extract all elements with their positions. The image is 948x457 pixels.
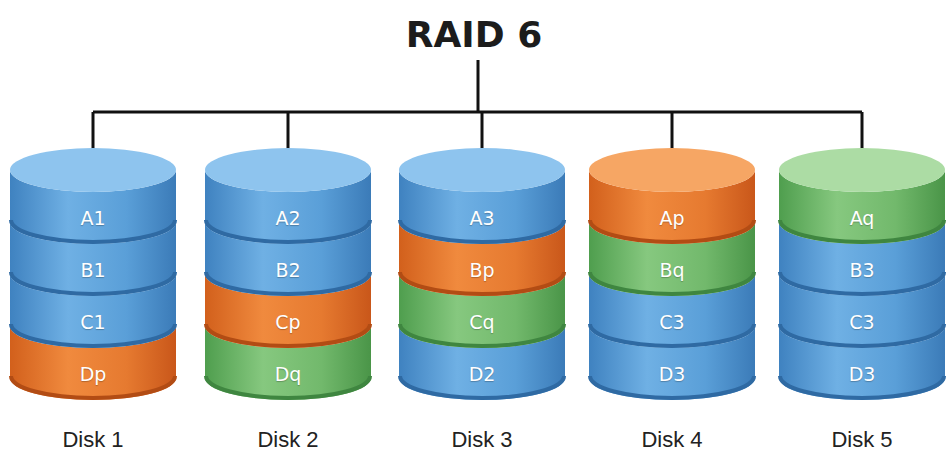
disk-label: Disk 2	[185, 426, 391, 454]
block-segment: A2	[205, 148, 371, 244]
slice-body	[589, 222, 755, 296]
slice-body	[399, 222, 565, 296]
slice-body	[10, 326, 176, 400]
disk-cap	[399, 148, 565, 192]
slice-body	[205, 326, 371, 400]
disk-label: Disk 4	[569, 426, 775, 454]
block-label: C1	[10, 308, 176, 336]
slice-body	[205, 274, 371, 348]
block-label: Ap	[589, 204, 755, 232]
block-label: B3	[779, 256, 945, 284]
block-label: A2	[205, 204, 371, 232]
disk-cap	[10, 148, 176, 192]
disk-stack: Disk 3A3BpCqD2	[399, 148, 565, 454]
block-label: Dp	[10, 360, 176, 388]
bus-line	[93, 111, 862, 114]
slice-body	[399, 326, 565, 400]
block-label: D3	[589, 360, 755, 388]
slice-body	[10, 274, 176, 348]
diagram-title: RAID 6	[0, 12, 948, 58]
block-label: C3	[589, 308, 755, 336]
slice-body	[205, 222, 371, 296]
block-label: Bq	[589, 256, 755, 284]
block-label: Aq	[779, 204, 945, 232]
slice-body	[779, 274, 945, 348]
disk-label: Disk 1	[0, 426, 196, 454]
disk-cap	[779, 148, 945, 192]
cylinder-slice	[589, 148, 755, 244]
trunk-line	[477, 60, 480, 112]
block-label: D3	[779, 360, 945, 388]
disk-label: Disk 3	[379, 426, 585, 454]
cylinder-slice	[205, 148, 371, 244]
slice-body	[399, 274, 565, 348]
block-label: Cp	[205, 308, 371, 336]
disk-cap	[589, 148, 755, 192]
block-label: A1	[10, 204, 176, 232]
cylinder-slice	[399, 148, 565, 244]
block-label: B1	[10, 256, 176, 284]
disk-stack: Disk 5AqB3C3D3	[779, 148, 945, 454]
block-label: C3	[779, 308, 945, 336]
block-label: Dq	[205, 360, 371, 388]
block-label: Cq	[399, 308, 565, 336]
slice-body	[779, 326, 945, 400]
slice-body	[779, 222, 945, 296]
disk-cap	[205, 148, 371, 192]
block-segment: Aq	[779, 148, 945, 244]
cylinder-slice	[779, 148, 945, 244]
slice-body	[10, 222, 176, 296]
disk-stack: Disk 2A2B2CpDq	[205, 148, 371, 454]
slice-body	[589, 274, 755, 348]
block-segment: A1	[10, 148, 176, 244]
disk-stack: Disk 1A1B1C1Dp	[10, 148, 176, 454]
disk-label: Disk 5	[759, 426, 948, 454]
disk-stack: Disk 4ApBqC3D3	[589, 148, 755, 454]
block-label: A3	[399, 204, 565, 232]
block-label: Bp	[399, 256, 565, 284]
block-segment: A3	[399, 148, 565, 244]
block-label: B2	[205, 256, 371, 284]
cylinder-slice	[10, 148, 176, 244]
block-segment: Ap	[589, 148, 755, 244]
slice-body	[589, 326, 755, 400]
block-label: D2	[399, 360, 565, 388]
